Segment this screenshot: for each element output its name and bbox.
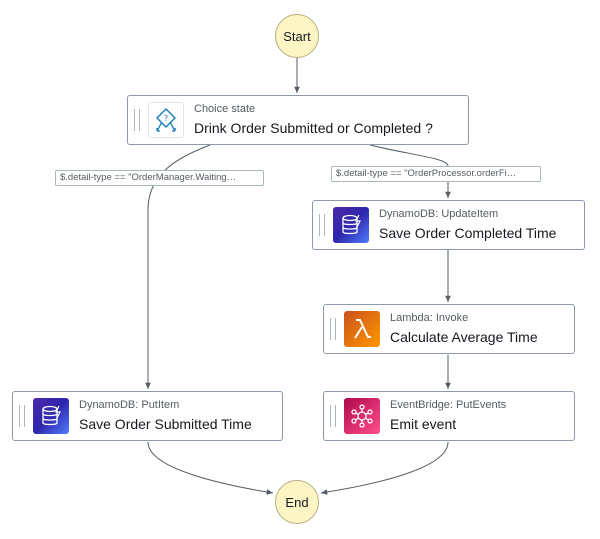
state-name: Save Order Completed Time — [379, 225, 557, 241]
drag-handle[interactable] — [319, 214, 325, 236]
lambda-icon — [344, 311, 380, 347]
state-name: Save Order Submitted Time — [79, 416, 252, 432]
drag-handle[interactable] — [330, 318, 336, 340]
svg-text:?: ? — [164, 114, 168, 123]
condition-label-left[interactable]: $.detail-type == "OrderManager.Waiting… — [55, 170, 264, 186]
state-name: Calculate Average Time — [390, 329, 538, 345]
state-type: EventBridge: PutEvents — [390, 399, 507, 411]
drag-handle[interactable] — [134, 109, 140, 131]
edge-submitted-to-end — [147, 441, 274, 495]
state-type: Lambda: Invoke — [390, 312, 469, 324]
save-order-completed-node[interactable]: DynamoDB: UpdateItem Save Order Complete… — [312, 200, 585, 250]
dynamodb-icon — [333, 207, 369, 243]
edge-choice-to-right-branch — [369, 144, 451, 198]
eventbridge-icon — [344, 398, 380, 434]
end-label: End — [285, 494, 309, 510]
drag-handle[interactable] — [19, 405, 25, 427]
start-label: Start — [283, 28, 311, 44]
choice-state-node[interactable]: ? Choice state Drink Order Submitted or … — [127, 95, 469, 145]
emit-event-node[interactable]: EventBridge: PutEvents Emit event — [323, 391, 575, 441]
choice-state-type: Choice state — [194, 103, 256, 115]
calculate-average-node[interactable]: Lambda: Invoke Calculate Average Time — [323, 304, 575, 354]
dynamodb-icon — [33, 398, 69, 434]
state-name: Emit event — [390, 416, 457, 432]
state-type: DynamoDB: UpdateItem — [379, 208, 499, 220]
condition-label-right[interactable]: $.detail-type == "OrderProcessor.orderFi… — [331, 166, 541, 182]
state-type: DynamoDB: PutItem — [79, 399, 180, 411]
end-node[interactable]: End — [275, 480, 319, 524]
choice-icon: ? — [148, 102, 184, 138]
edge-emit-to-end — [320, 441, 449, 495]
choice-state-name: Drink Order Submitted or Completed ? — [194, 120, 433, 136]
save-order-submitted-node[interactable]: DynamoDB: PutItem Save Order Submitted T… — [12, 391, 283, 441]
start-node[interactable]: Start — [275, 14, 319, 58]
drag-handle[interactable] — [330, 405, 336, 427]
